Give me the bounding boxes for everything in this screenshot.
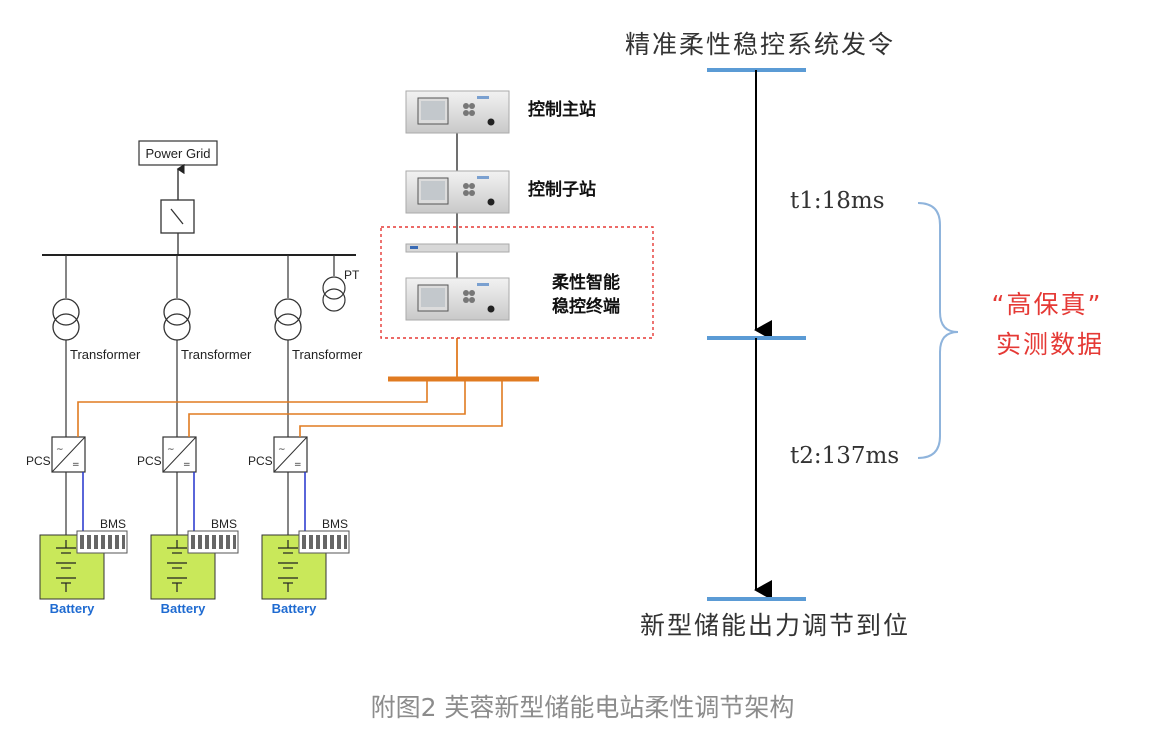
branch-2: Transformer ~ = PCS BMS Battery: [137, 255, 252, 616]
bms-label: BMS: [322, 517, 348, 531]
pt-label: PT: [344, 268, 360, 282]
battery-label: Battery: [50, 601, 96, 616]
timeline: 精准柔性稳控系统发令 t1:18ms t2:137ms 新型储能出力调节到位 “…: [625, 30, 1104, 640]
power-system: Power Grid PT Transformer ~ = PCS: [26, 140, 539, 616]
pcs-label: PCS: [26, 454, 51, 468]
terminal-label-line1: 柔性智能: [552, 272, 620, 293]
power-grid-label: Power Grid: [145, 146, 210, 161]
battery-label: Battery: [272, 601, 318, 616]
svg-text:~: ~: [167, 445, 175, 455]
svg-text:=: =: [72, 460, 80, 470]
transformer-label: Transformer: [292, 347, 363, 362]
battery-label: Battery: [161, 601, 207, 616]
svg-text:~: ~: [278, 445, 286, 455]
transformer-label: Transformer: [70, 347, 141, 362]
annotation-line2: 实测数据: [996, 330, 1104, 359]
sub-station-label: 控制子站: [528, 179, 596, 200]
master-station-device: [405, 90, 510, 134]
terminal-label-line2: 稳控终端: [552, 296, 620, 317]
power-grid-box: [138, 140, 218, 166]
svg-text:~: ~: [56, 445, 64, 455]
bms-label: BMS: [211, 517, 237, 531]
branch-1: Transformer ~ = PCS BMS Battery: [26, 255, 141, 616]
comm-bus: [77, 338, 539, 437]
svg-text:=: =: [183, 460, 191, 470]
master-station-label: 控制主站: [528, 99, 596, 120]
pcs-label: PCS: [137, 454, 162, 468]
bms-label: BMS: [100, 517, 126, 531]
terminal-strip-device: [405, 243, 510, 253]
branch-3: Transformer ~ = PCS BMS Battery: [248, 255, 363, 616]
brace: [917, 202, 959, 459]
t1-label: t1:18ms: [790, 188, 885, 214]
control-devices: 控制主站 控制子站 柔性智能 稳控终端: [380, 90, 654, 339]
pcs-label: PCS: [248, 454, 273, 468]
timeline-bottom-label: 新型储能出力调节到位: [640, 611, 910, 640]
terminal-device: [405, 277, 510, 321]
timeline-top-label: 精准柔性稳控系统发令: [625, 30, 895, 59]
annotation-line1: “高保真”: [992, 290, 1103, 319]
terminal-dotted-frame: [380, 226, 654, 339]
sub-station-device: [405, 170, 510, 214]
svg-text:=: =: [294, 460, 302, 470]
figure-caption: 附图2 芙蓉新型储能电站柔性调节架构: [370, 693, 795, 722]
t2-label: t2:137ms: [790, 443, 899, 469]
transformer-label: Transformer: [181, 347, 252, 362]
